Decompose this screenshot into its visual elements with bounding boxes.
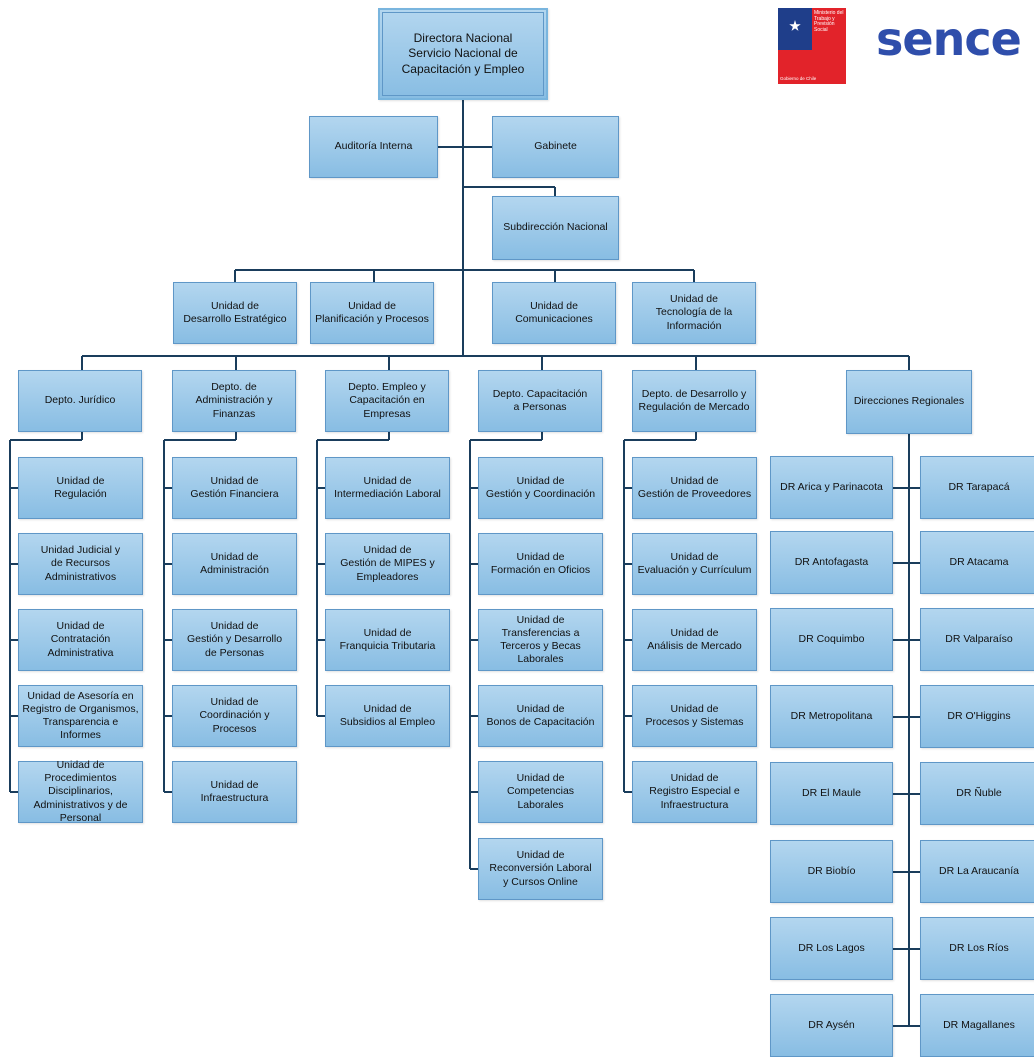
unit-box: Unidad de Infraestructura — [172, 761, 297, 823]
regional-office-box: DR Metropolitana — [770, 685, 893, 748]
unit-box: Unidad de Formación en Oficios — [478, 533, 603, 595]
department-box: Depto. Empleo y Capacitación en Empresas — [325, 370, 449, 432]
unit-box: Unidad de Evaluación y Currículum — [632, 533, 757, 595]
regional-office-box: DR Antofagasta — [770, 531, 893, 594]
regional-office-box: DR Valparaíso — [920, 608, 1034, 671]
department-box: Depto. Jurídico — [18, 370, 142, 432]
unit-box: Unidad de Gestión y Coordinación — [478, 457, 603, 519]
regional-office-box: DR Biobío — [770, 840, 893, 903]
unit-box: Unidad de Registro Especial e Infraestru… — [632, 761, 757, 823]
unit-box: Unidad de Planificación y Procesos — [310, 282, 434, 344]
department-box: Depto. de Desarrollo y Regulación de Mer… — [632, 370, 756, 432]
unit-box: Unidad de Gestión de MIPES y Empleadores — [325, 533, 450, 595]
unit-box: Unidad de Coordinación y Procesos — [172, 685, 297, 747]
unit-box: Unidad de Franquicia Tributaria — [325, 609, 450, 671]
sence-logo: sence — [876, 12, 1022, 66]
regional-directorate-box: Direcciones Regionales — [846, 370, 972, 434]
unit-box: Unidad de Gestión y Desarrollo de Person… — [172, 609, 297, 671]
logo-area: Ministerio del Trabajo y Previsión Socia… — [778, 8, 1034, 84]
regional-office-box: DR Coquimbo — [770, 608, 893, 671]
unit-box: Unidad de Gestión de Proveedores — [632, 457, 757, 519]
unit-box: Unidad de Tecnología de la Información — [632, 282, 756, 344]
regional-office-box: DR Tarapacá — [920, 456, 1034, 519]
unit-box: Unidad de Regulación — [18, 457, 143, 519]
ministry-label: Ministerio del Trabajo y Previsión Socia… — [812, 8, 846, 50]
regional-office-box: DR Ñuble — [920, 762, 1034, 825]
regional-office-box: DR Aysén — [770, 994, 893, 1057]
auditoria-box: Auditoría Interna — [309, 116, 438, 178]
regional-office-box: DR La Araucanía — [920, 840, 1034, 903]
regional-office-box: DR Los Ríos — [920, 917, 1034, 980]
unit-box: Unidad de Procesos y Sistemas — [632, 685, 757, 747]
unit-box: Unidad de Gestión Financiera — [172, 457, 297, 519]
gabinete-box: Gabinete — [492, 116, 619, 178]
unit-box: Unidad de Análisis de Mercado — [632, 609, 757, 671]
unit-box: Unidad de Competencias Laborales — [478, 761, 603, 823]
unit-box: Unidad de Bonos de Capacitación — [478, 685, 603, 747]
unit-box: Unidad de Asesoría en Registro de Organi… — [18, 685, 143, 747]
regional-office-box: DR Magallanes — [920, 994, 1034, 1057]
department-box: Depto. Capacitación a Personas — [478, 370, 602, 432]
unit-box: Unidad de Desarrollo Estratégico — [173, 282, 297, 344]
unit-box: Unidad Judicial y de Recursos Administra… — [18, 533, 143, 595]
gobierno-label: Gobierno de Chile — [780, 76, 817, 81]
regional-office-box: DR Atacama — [920, 531, 1034, 594]
unit-box: Unidad de Reconversión Laboral y Cursos … — [478, 838, 603, 900]
regional-office-box: DR El Maule — [770, 762, 893, 825]
unit-box: Unidad de Transferencias a Terceros y Be… — [478, 609, 603, 671]
regional-office-box: DR Los Lagos — [770, 917, 893, 980]
unit-box: Unidad de Intermediación Laboral — [325, 457, 450, 519]
star-icon — [789, 20, 801, 31]
unit-box: Unidad de Subsidios al Empleo — [325, 685, 450, 747]
regional-office-box: DR Arica y Parinacota — [770, 456, 893, 519]
department-box: Depto. de Administración y Finanzas — [172, 370, 296, 432]
director-box: Directora Nacional Servicio Nacional de … — [378, 8, 548, 100]
unit-box: Unidad de Administración — [172, 533, 297, 595]
regional-office-box: DR O'Higgins — [920, 685, 1034, 748]
unit-box: Unidad de Comunicaciones — [492, 282, 616, 344]
gobierno-de-chile-logo: Ministerio del Trabajo y Previsión Socia… — [778, 8, 846, 84]
unit-box: Unidad de Contratación Administrativa — [18, 609, 143, 671]
unit-box: Unidad de Procedimientos Disciplinarios,… — [18, 759, 143, 824]
subdireccion-box: Subdirección Nacional — [492, 196, 619, 260]
